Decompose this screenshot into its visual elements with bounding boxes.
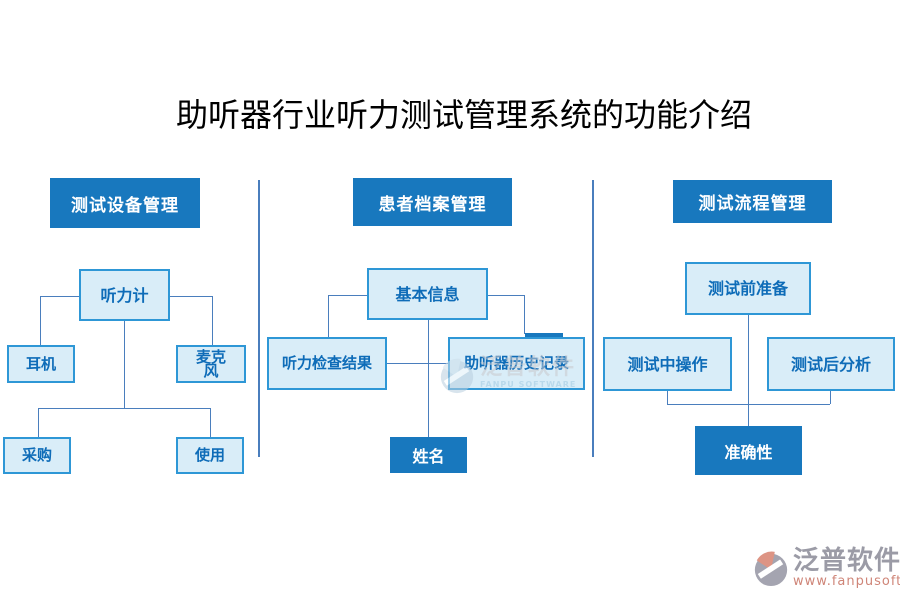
section-divider-right [592,180,594,457]
connector-line [428,320,429,437]
connector-line [748,315,749,426]
node-procurement: 采购 [3,437,71,474]
section-divider-left [258,180,260,457]
node-microphone: 麦克风 [176,345,246,383]
node-audiometer: 听力计 [79,269,170,321]
section-header-test-process: 测试流程管理 [673,180,832,223]
connector-line [38,408,210,409]
node-microphone-label: 麦克风 [195,348,226,380]
page-title: 助听器行业听力测试管理系统的功能介绍 [175,96,752,134]
brand-logo: 泛普软件 www.fanpusoft.com [752,547,900,593]
brand-logo-icon [752,547,790,593]
connector-line [210,408,211,437]
connector-line [830,391,831,404]
brand-text: 泛普软件 www.fanpusoft.com [793,547,900,588]
connector-line [124,321,125,408]
connector-line [524,295,525,334]
section-header-patient-records: 患者档案管理 [353,178,512,226]
connector-line [212,296,213,345]
node-hearing-aid-history: 助听器历史记录 [448,337,585,390]
connector-line [328,295,367,296]
connector-line [328,295,329,337]
connector-line [488,295,524,296]
section-header-equipment: 测试设备管理 [50,178,200,228]
node-accuracy: 准确性 [695,426,802,475]
connector-line [170,296,212,297]
connector-line [667,404,830,405]
node-headphones: 耳机 [7,345,75,383]
connector-line [667,391,668,404]
brand-url: www.fanpusoft.com [793,574,900,589]
node-pretest-preparation: 测试前准备 [685,262,811,315]
node-hearing-exam-results: 听力检查结果 [267,337,387,390]
node-post-test-analysis: 测试后分析 [767,337,895,391]
connector-line [38,408,39,437]
connector-line [40,296,79,297]
node-in-test-operation: 测试中操作 [603,337,732,391]
node-name: 姓名 [390,437,467,473]
brand-name: 泛普软件 [793,546,900,576]
connector-line [387,363,448,364]
connector-line [40,296,41,345]
node-basic-info: 基本信息 [367,268,488,320]
node-usage: 使用 [176,437,244,474]
